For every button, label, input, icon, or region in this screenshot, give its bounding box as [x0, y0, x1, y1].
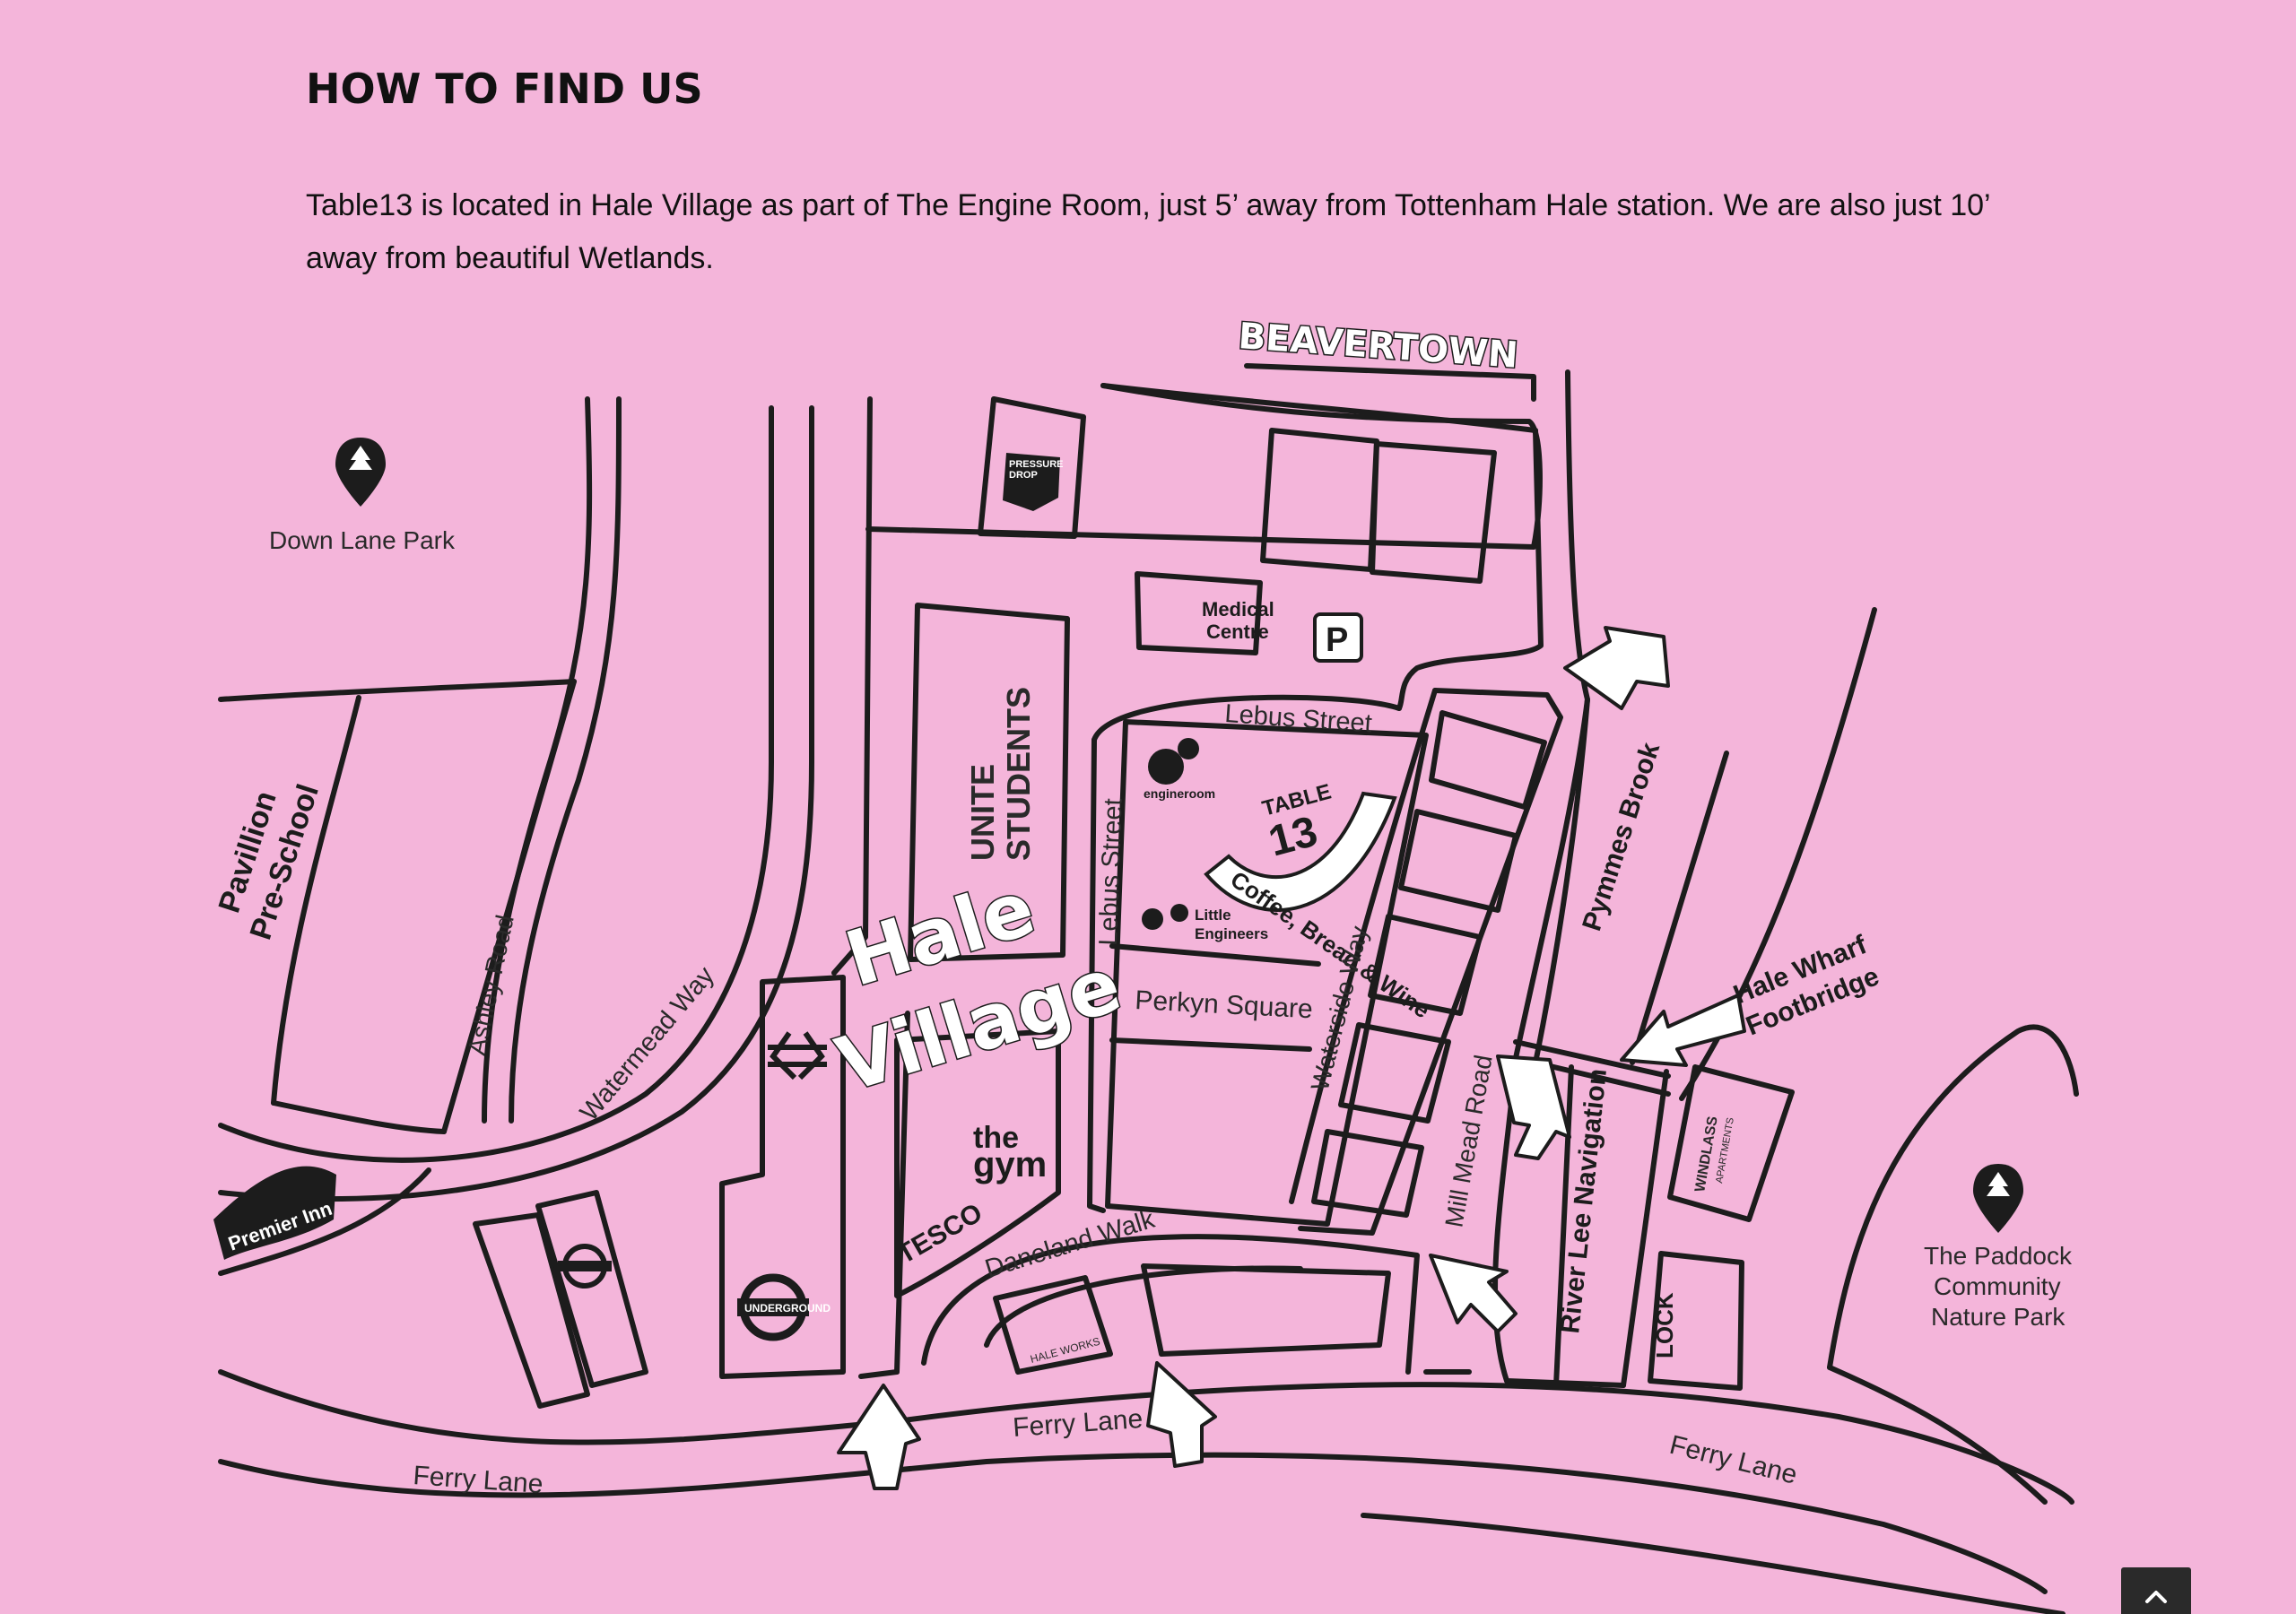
street-label-lebus-side: Lebus Street	[1094, 798, 1128, 946]
pressure-drop-label-2: DROP	[1009, 470, 1038, 481]
national-rail-icon	[768, 1031, 827, 1080]
street-label-watermead: Watermead Way	[575, 961, 720, 1127]
street-label-ashley: Ashley Road	[463, 913, 519, 1058]
paddock-park-pin-icon	[1973, 1164, 2023, 1233]
page-title: HOW TO FIND US	[306, 65, 703, 113]
paddock-label-2: Community	[1934, 1272, 2061, 1300]
street-label-ferry-right: Ferry Lane	[1666, 1430, 1800, 1490]
pressure-drop-label-1: PRESSURE	[1009, 459, 1064, 470]
footbridge-arrow-icon	[1620, 994, 1746, 1067]
coffee-banner	[1204, 791, 1397, 912]
medical-centre-label-1: Medical	[1202, 598, 1274, 620]
down-lane-park-pin-icon	[335, 438, 386, 507]
parking-label: P	[1326, 621, 1348, 659]
map-roads	[218, 363, 2079, 1614]
intro-paragraph: Table13 is located in Hale Village as pa…	[306, 188, 1990, 275]
little-engineers-label-1: Little	[1195, 907, 1231, 924]
parking-icon	[1313, 612, 1363, 663]
street-label-ferry-mid: Ferry Lane	[1012, 1404, 1144, 1443]
the-gym-label-1: the	[973, 1121, 1019, 1155]
lock17-label: LOCK	[1651, 1292, 1678, 1358]
chevron-up-icon	[2145, 1591, 2167, 1603]
the-gym-label-2: gym	[973, 1145, 1047, 1184]
little-engineers-label-2: Engineers	[1195, 925, 1268, 942]
perkyn-square-label: Perkyn Square	[1135, 985, 1314, 1024]
street-label-mill-mead: Mill Mead Road	[1439, 1053, 1497, 1229]
pressure-drop-logo-icon	[1003, 453, 1060, 511]
down-lane-park-label: Down Lane Park	[269, 526, 456, 554]
unite-students-label-1: UNITE	[964, 764, 1001, 861]
premier-inn-logo-icon	[213, 1166, 336, 1260]
tesco-logo: TESCO	[892, 1198, 987, 1270]
walker-arrow-icon-right	[1429, 1254, 1518, 1333]
unite-students-label-2: STUDENTS	[1000, 687, 1037, 861]
engine-room-gear-icon	[1148, 749, 1184, 785]
little-engineers-gear-icon	[1142, 908, 1163, 930]
car-arrow-icon	[1563, 626, 1670, 710]
underground-label: UNDERGROUND	[744, 1302, 831, 1315]
paddock-label-3: Nature Park	[1931, 1303, 2066, 1331]
engine-room-logo: engineroom	[1144, 786, 1215, 801]
walker-arrow-icon-mill	[1496, 1054, 1571, 1160]
street-label-daneland: Daneland Walk	[982, 1205, 1159, 1284]
walker-arrow-icon-left	[837, 1384, 921, 1490]
paddock-label-1: The Paddock	[1924, 1242, 2073, 1270]
scroll-to-top-button[interactable]	[2121, 1567, 2191, 1614]
street-label-pymmes: Pymmes Brook	[1577, 739, 1665, 934]
street-label-lebus-top: Lebus Street	[1224, 699, 1373, 738]
walker-arrow-icon-mid	[1146, 1361, 1217, 1468]
medical-centre-label-2: Centre	[1206, 620, 1269, 643]
